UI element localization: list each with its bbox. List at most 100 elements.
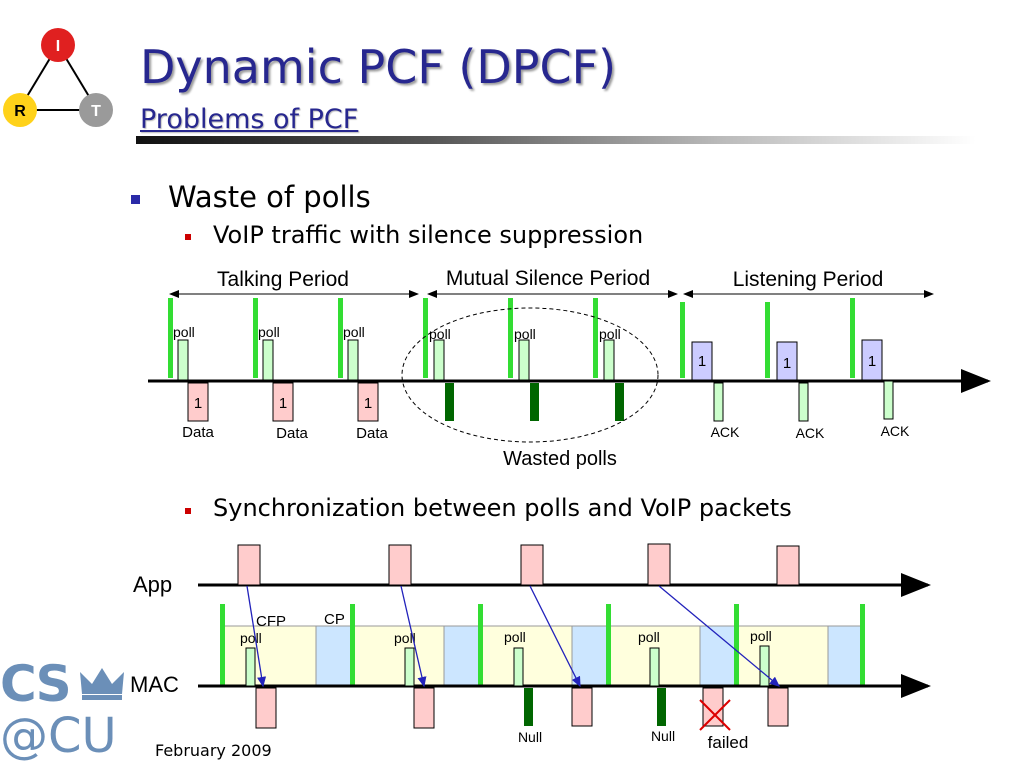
data-packet xyxy=(357,382,379,422)
null-packet xyxy=(530,383,539,421)
null-packet xyxy=(445,383,454,421)
null-packet xyxy=(615,383,624,421)
voice-packet xyxy=(571,687,593,727)
cfp-interval xyxy=(607,625,701,687)
sub-bullet-marker xyxy=(185,508,191,514)
node-r-label: R xyxy=(14,103,26,120)
beacon-marker xyxy=(508,298,513,378)
ack-label: ACK xyxy=(796,425,825,441)
app-voice-packet xyxy=(237,544,261,586)
listening-period-label: Listening Period xyxy=(733,268,884,291)
cs-logo-text: CS xyxy=(0,655,72,713)
sync-arrow xyxy=(246,585,267,688)
null-packet xyxy=(657,688,666,726)
failed-cross-icon xyxy=(699,699,731,731)
voice-packet xyxy=(413,687,435,729)
beacon-marker xyxy=(168,298,173,378)
app-label: App xyxy=(133,572,172,597)
poll-packet xyxy=(404,647,415,687)
beacon-marker xyxy=(765,302,770,378)
packet-number: 1 xyxy=(194,395,202,412)
app-voice-packet xyxy=(776,545,800,586)
ack-packet xyxy=(713,382,724,422)
poll-label: poll xyxy=(514,326,536,342)
packet-number: 1 xyxy=(279,395,287,412)
app-voice-packet xyxy=(520,544,544,586)
poll-label: poll xyxy=(750,628,772,644)
cfp-interval xyxy=(221,625,317,687)
cp-interval xyxy=(315,625,353,687)
voice-packet xyxy=(767,687,789,727)
data-packet xyxy=(187,382,209,422)
crown-icon xyxy=(80,668,124,700)
null-label: Null xyxy=(651,728,675,744)
node-r xyxy=(3,93,37,127)
sync-arrow xyxy=(658,585,780,687)
sub-bullet-sync: Synchronization between polls and VoIP p… xyxy=(213,494,792,522)
packet-number: 1 xyxy=(868,353,876,370)
cp-interval xyxy=(443,625,481,687)
footer-date: February 2009 xyxy=(155,741,272,760)
cfp-interval xyxy=(735,625,829,687)
ack-label: ACK xyxy=(881,423,910,439)
poll-packet xyxy=(513,647,524,687)
poll-label: poll xyxy=(258,324,280,340)
sync-arrow xyxy=(400,585,427,688)
poll-packet xyxy=(177,339,189,381)
node-i xyxy=(41,28,75,62)
irt-triangle-logo: I R T xyxy=(3,28,113,127)
failed-label: failed xyxy=(708,733,749,752)
sub-bullet-voip: VoIP traffic with silence suppression xyxy=(213,221,644,249)
poll-label: poll xyxy=(504,629,526,645)
node-t-label: T xyxy=(91,103,101,120)
cfp-interval xyxy=(351,625,445,687)
poll-label: poll xyxy=(240,630,262,646)
app-voice-packet xyxy=(647,543,671,586)
downlink-packet xyxy=(776,341,798,381)
poll-packet xyxy=(347,339,359,381)
poll-label: poll xyxy=(429,326,451,342)
poll-packet xyxy=(245,647,256,687)
poll-packet xyxy=(262,339,274,381)
data-label: Data xyxy=(356,425,388,442)
bullet-marker xyxy=(131,195,140,204)
poll-packet xyxy=(518,339,530,381)
wasted-polls-ellipse xyxy=(401,307,659,443)
beacon-marker xyxy=(734,604,739,686)
poll-label: poll xyxy=(638,629,660,645)
talking-period-label: Talking Period xyxy=(217,268,349,291)
ack-packet xyxy=(883,380,894,420)
poll-label: poll xyxy=(173,324,195,340)
poll-label: poll xyxy=(599,326,621,342)
downlink-packet xyxy=(861,339,883,381)
node-i-label: I xyxy=(56,38,60,55)
slide-subtitle: Problems of PCF xyxy=(140,104,359,135)
beacon-marker xyxy=(680,302,685,378)
null-packet xyxy=(524,688,533,726)
beacon-marker xyxy=(850,298,855,378)
packet-number: 1 xyxy=(783,355,791,372)
silence-suppression-diagram: Talking Period Mutual Silence Period Lis… xyxy=(148,267,991,470)
title-rule xyxy=(136,136,976,144)
beacon-marker xyxy=(350,604,355,686)
packet-number: 1 xyxy=(698,353,706,370)
poll-packet xyxy=(603,339,615,381)
voice-packet xyxy=(255,687,277,729)
slide-title: Dynamic PCF (DPCF) xyxy=(140,40,617,94)
beacon-marker xyxy=(606,604,611,686)
bullet-waste-of-polls: Waste of polls xyxy=(168,180,371,214)
data-label: Data xyxy=(276,425,308,442)
beacon-marker xyxy=(860,604,865,686)
cfp-label: CFP xyxy=(256,613,286,630)
cp-interval xyxy=(699,625,737,687)
beacon-marker xyxy=(220,604,225,686)
wasted-polls-label: Wasted polls xyxy=(503,448,617,470)
data-packet xyxy=(272,382,294,422)
poll-packet xyxy=(649,647,660,687)
failed-voice-packet xyxy=(702,687,724,727)
cfp-interval xyxy=(479,625,573,687)
data-label: Data xyxy=(182,424,214,441)
packet-number: 1 xyxy=(364,395,372,412)
sync-arrow xyxy=(529,585,581,688)
downlink-packet xyxy=(691,341,713,381)
